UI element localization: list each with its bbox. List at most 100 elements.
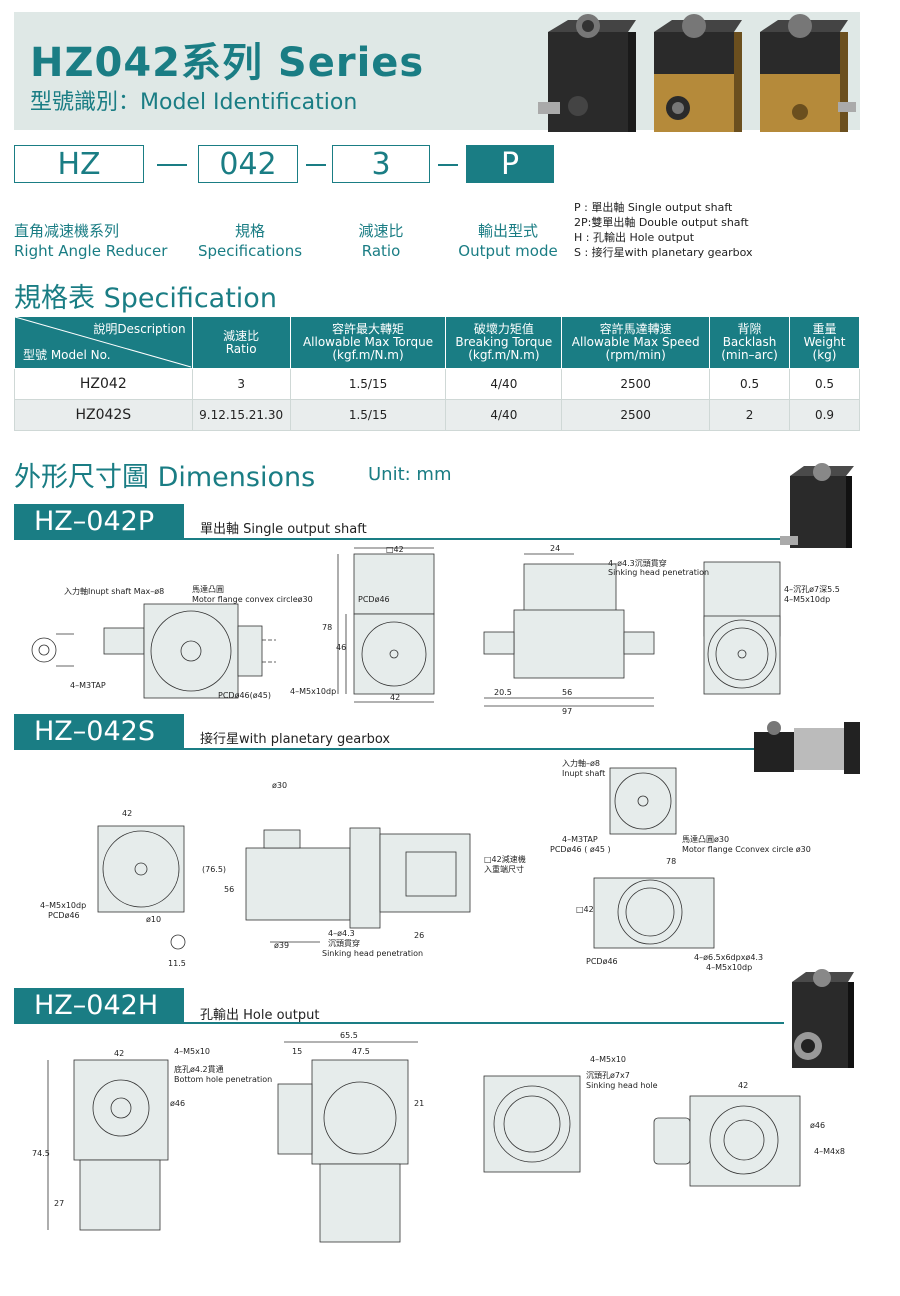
label-h-655: 65.5 [340, 1031, 358, 1040]
label-p-sink: 4–ø4.3沉頭貫穿 [608, 558, 667, 568]
label-p-205: 20.5 [494, 688, 512, 697]
label-h-m5b: 4–M5x10 [590, 1055, 626, 1064]
section-desc-p: 單出軸 Single output shaft [200, 522, 367, 537]
code-label-series-zh: 直角减速機系列 [14, 222, 120, 240]
section-line [14, 1022, 784, 1024]
code-label-output-en: Output mode [458, 242, 558, 260]
label-h-21: 21 [414, 1099, 424, 1108]
label-p-input: 入力軸Inupt shaft Max–ø8 [64, 586, 164, 596]
label-h-15: 15 [292, 1047, 302, 1056]
label-p-pcd: PCDø46(ø45) [218, 691, 271, 700]
label-h-hole: 底孔ø4.2貫通 [174, 1064, 224, 1074]
label-s-56: 56 [224, 885, 234, 894]
label-s-sink: 4–ø4.3 [328, 929, 355, 938]
label-s-10: ø10 [146, 915, 161, 924]
section-banner-p: HZ–042P [14, 504, 184, 538]
label-s-box42: □42 [576, 905, 594, 914]
section-desc-s: 接行星with planetary gearbox [200, 732, 391, 747]
page-title: HZ042系列 Series [30, 40, 425, 86]
code-box-output: P [466, 145, 554, 183]
label-p-42: 42 [390, 693, 400, 702]
code-label-ratio-zh: 減速比 [358, 222, 404, 240]
label-p-97: 97 [562, 707, 572, 716]
product-photo-p [780, 463, 854, 548]
code-label-output-zh: 輸出型式 [477, 222, 538, 240]
label-p-24: 24 [550, 544, 560, 553]
label-s-m5-bottom: 4–M5x10dp [706, 963, 752, 972]
label-s-flange-en: Motor flange Cconvex circle ø30 [682, 845, 811, 854]
label-s-30: ø30 [272, 781, 287, 790]
product-photo-black [538, 14, 636, 132]
label-h-hole-en: Bottom hole penetration [174, 1075, 272, 1084]
label-s-765: (76.5) [202, 865, 226, 874]
dimensions-title: 外形尺寸圖 Dimensions [14, 462, 316, 493]
label-s-sink-en: Sinking head penetration [322, 949, 423, 958]
code-box-spec: 042 [198, 145, 298, 183]
label-s-39: ø39 [274, 941, 289, 950]
drawing-s: 42 4–M5x10dp PCDø46 ø10 11.5 56 (76.5) ø… [40, 758, 811, 972]
label-p-box42: □42 [386, 545, 404, 554]
drawing-p: 入力軸Inupt shaft Max–ø8 馬達凸圓 Motor flange … [31, 544, 840, 716]
label-s-pcd: PCDø46 ( ø45 ) [550, 845, 611, 854]
code-box-series: HZ [14, 145, 144, 183]
table-row: HZ042S 9.12.15.21.30 1.5/15 4/40 2500 2 … [14, 399, 860, 431]
label-s-flange: 馬達凸圓ø30 [682, 834, 729, 844]
label-p-tap: 4–M3TAP [70, 681, 106, 690]
output-mode-list: P : 單出軸 Single output shaft 2P:雙單出軸 Doub… [574, 200, 860, 260]
label-p-pcd46: PCDø46 [358, 595, 390, 604]
label-h-42b: 42 [738, 1081, 748, 1090]
product-photos [538, 14, 856, 132]
label-s-reducer: □42減速機 [484, 854, 526, 864]
label-h-42: 42 [114, 1049, 124, 1058]
code-box-ratio: 3 [332, 145, 430, 183]
code-dash [438, 164, 458, 166]
label-s-115: 11.5 [168, 959, 186, 968]
label-h-sink: 沉頭孔ø7x7 [586, 1071, 630, 1080]
spec-title: 規格表 Specification [14, 283, 277, 314]
label-s-reducer2: 入重端尺寸 [484, 864, 524, 874]
page-subtitle: 型號識別：Model Identification [30, 90, 358, 115]
label-p-78: 78 [322, 623, 332, 632]
mode-item-h: H : 孔輸出 Hole output [574, 231, 695, 244]
label-s-78: 78 [666, 857, 676, 866]
label-h-745: 74.5 [32, 1149, 50, 1158]
code-label-spec-en: Specifications [197, 242, 303, 260]
label-h-46b: ø46 [810, 1121, 825, 1130]
section-line [14, 538, 784, 540]
label-s-sink-zh: 沉頭貫穿 [328, 938, 360, 948]
label-p-flange-en: Motor flange convex circleø30 [192, 595, 313, 604]
label-s-pcd46: PCDø46 [48, 911, 80, 920]
label-s-42: 42 [122, 809, 132, 818]
code-label-spec-zh: 規格 [234, 222, 265, 240]
label-p-flange-zh: 馬達凸圓 [192, 584, 224, 594]
label-s-input: 入力軸–ø8 [562, 758, 600, 768]
mode-item-2p: 2P:雙單出軸 Double output shaft [574, 216, 749, 229]
dimensions-unit: Unit: mm [368, 464, 452, 485]
product-photo-gold-hole [654, 14, 742, 132]
label-h-m5: 4–M5x10 [174, 1047, 210, 1056]
code-dash [306, 164, 326, 166]
product-photo-h [792, 969, 854, 1068]
label-s-input-en: Inupt shaft [562, 769, 605, 778]
label-h-475: 47.5 [352, 1047, 370, 1056]
section-banner-h: HZ–042H [14, 988, 184, 1022]
label-h-m4: 4–M4x8 [814, 1147, 845, 1156]
label-p-hole: 4–沉孔ø7深5.5 [784, 585, 840, 594]
section-desc-h: 孔輸出 Hole output [200, 1008, 320, 1023]
section-banner-s: HZ–042S [14, 714, 184, 748]
label-s-pcd46-bottom: PCDø46 [586, 957, 618, 966]
label-h-sink-en: Sinking head hole [586, 1081, 658, 1090]
label-p-m5: 4–M5x10dp [290, 687, 336, 696]
corner-desc: 說明Description [93, 322, 186, 336]
section-line [14, 748, 754, 750]
label-s-tap: 4–M3TAP [562, 835, 598, 844]
code-label-series-en: Right Angle Reducer [14, 242, 168, 260]
code-label-ratio-en: Ratio [361, 242, 401, 260]
label-p-46: 46 [336, 643, 346, 652]
